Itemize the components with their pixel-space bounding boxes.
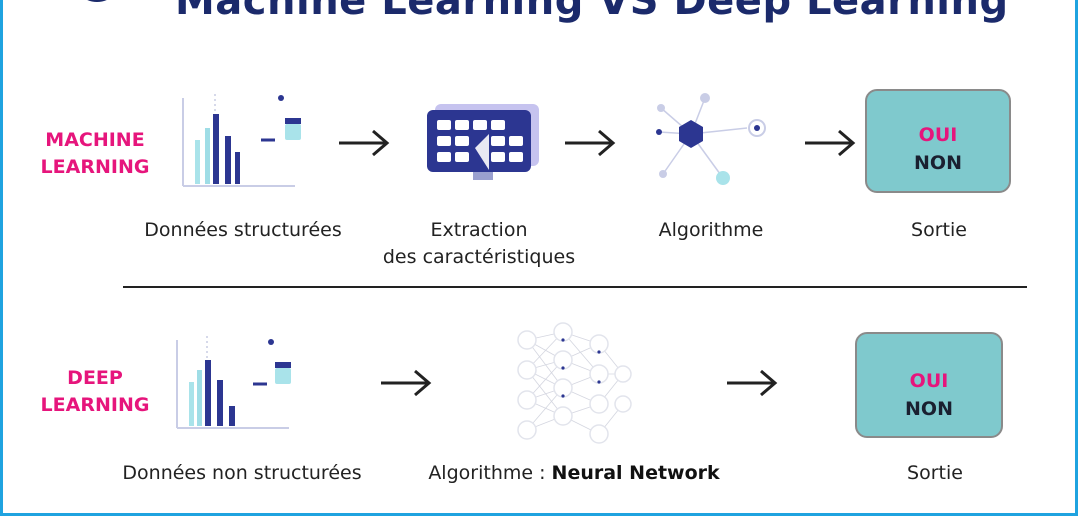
ml-step-algorithm: Algorithme [658,219,764,241]
section-divider [123,286,1027,288]
ml-step-extraction-line1: Extraction [430,219,528,241]
ml-label-line1: MACHINE [45,129,145,151]
ml-step-structured-data: Données structurées [144,219,342,241]
arrow-right-icon [339,129,390,157]
ml-row-label: MACHINE LEARNING [35,127,155,181]
ml-step-extraction-line2: des caractéristiques [382,246,576,268]
dl-step-unstructured-data: Données non structurées [122,462,362,484]
bar-chart-icon [176,336,291,429]
dl-output-no: NON [905,398,953,420]
ml-output-box: OUI NON [865,89,1011,193]
ml-step-output: Sortie [911,219,967,241]
ml-output-no: NON [914,152,962,174]
algorithm-network-icon [656,93,766,185]
arrow-right-icon [381,369,432,397]
dl-output-yes: OUI [909,370,949,392]
dl-step-algorithm-prefix: Algorithme : [428,462,552,484]
feature-extraction-icon [427,104,539,180]
neural-network-icon [517,322,632,444]
dl-step-output: Sortie [907,462,963,484]
dl-output-box: OUI NON [855,332,1003,438]
ml-step-extraction: Extraction des caractéristiques [369,217,589,271]
dl-label-line1: DEEP [67,367,123,389]
dl-label-line2: LEARNING [40,394,150,416]
ml-label-line2: LEARNING [40,156,150,178]
dl-row-label: DEEP LEARNING [35,365,155,419]
dl-step-algorithm: Algorithme : Neural Network [421,460,727,487]
arrow-right-icon [727,369,778,397]
page-title: Machine Learning VS Deep Learning [175,0,1009,24]
arrow-right-icon [805,129,856,157]
arrow-right-icon [565,129,616,157]
logo-icon [87,0,107,2]
bar-chart-icon [182,94,301,187]
dl-step-algorithm-name: Neural Network [551,462,720,484]
ml-output-yes: OUI [918,124,958,146]
